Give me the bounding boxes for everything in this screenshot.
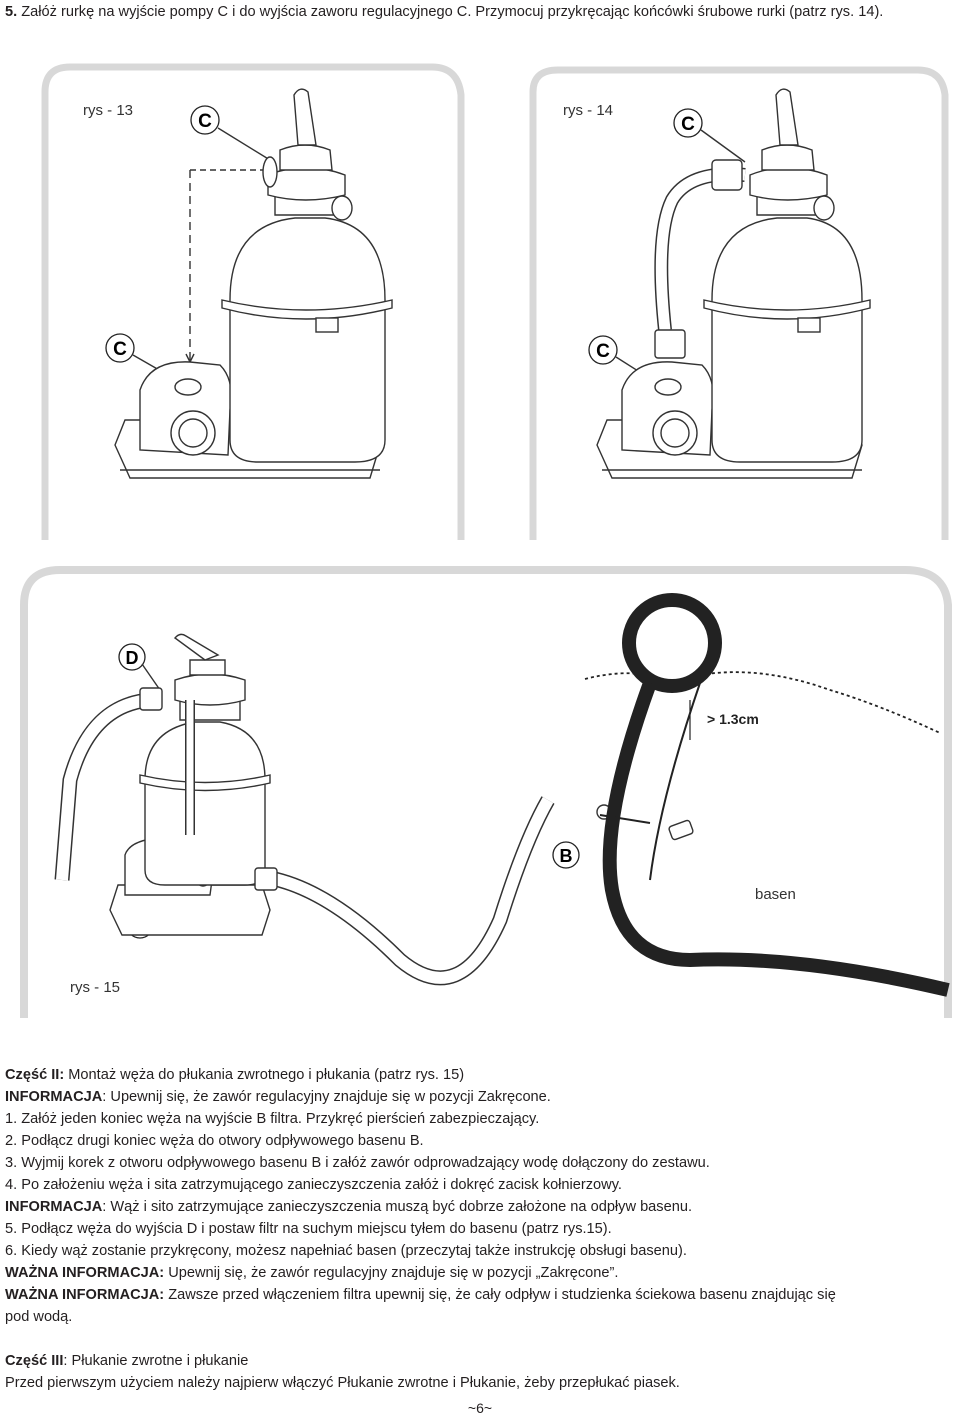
part2-heading-rest: Montaż węża do płukania zwrotnego i płuk… [64,1067,465,1083]
part2-step-4: 4. Po założeniu węża i sita zatrzymujące… [5,1177,622,1193]
part3-text: Przed pierwszym użyciem należy najpierw … [5,1375,680,1391]
page-number: ~6~ [467,1400,493,1416]
part2-info1: INFORMACJA: Upewnij się, że zawór regula… [5,1088,551,1106]
part2-step-5: 5. Podłącz węża do wyjścia D i postaw fi… [5,1221,612,1237]
part2-step-6: 6. Kiedy wąż zostanie przykręcony, możes… [5,1243,687,1259]
fig15-pool-label: basen [755,886,796,903]
fig15-pool-drawing [584,593,950,997]
fig13-label-c-top-circle [190,105,220,135]
fig15-label-b-pool: B [560,846,573,866]
fig15-filter-drawing [54,633,694,986]
panel-frame-14 [529,66,949,540]
part2-important2-cont: pod wodą. [5,1309,73,1325]
fig13-label-c-top: C [198,111,212,132]
part2-info2: INFORMACJA: Wąż i sito zatrzymujące zani… [5,1198,692,1216]
part2-important2: WAŻNA INFORMACJA: Zawsze przed włączenie… [5,1286,836,1304]
fig15-label-b-pool-circle [552,841,580,869]
part2-heading-bold: Część II: [5,1067,65,1083]
panel-frame-15 [20,566,952,1018]
fig13-caption: rys - 13 [83,102,133,119]
fig14-label-c-top-circle [673,108,703,138]
fig13-filter-drawing [114,88,393,479]
fig14-filter-drawing [596,88,871,479]
part2-important1-rest: Upewnij się, że zawór regulacyjny znajdu… [164,1265,619,1281]
fig15-dimension: > 1.3cm [707,711,759,727]
part2-info1-bold: INFORMACJA [5,1089,103,1105]
fig14-label-c-bottom-circle [588,335,618,365]
part2-heading: Część II: Montaż węża do płukania zwrotn… [5,1066,464,1084]
step5-paragraph: 5. Załóż rurkę na wyjście pompy C i do w… [5,3,955,22]
panel-frame-13 [41,63,465,540]
fig14-caption: rys - 14 [563,102,613,119]
part2-step-3: 3. Wyjmij korek z otworu odpływowego bas… [5,1155,710,1171]
part2-step-2: 2. Podłącz drugi koniec węża do otwory o… [5,1133,424,1149]
part2-important1: WAŻNA INFORMACJA: Upewnij się, że zawór … [5,1264,618,1282]
part2-important1-bold: WAŻNA INFORMACJA: [5,1265,165,1281]
part3-heading: Część III: Płukanie zwrotne i płukanie [5,1352,248,1370]
fig15-label-d-circle [118,643,146,671]
figures-13-14: rys - 13 C C rys - 14 C C [41,63,949,540]
part2-info2-bold: INFORMACJA [5,1199,103,1215]
part2-info2-rest: : Wąż i sito zatrzymujące zanieczyszczen… [102,1199,692,1215]
fig15-label-d: D [126,648,139,668]
part2-step-1: 1. Załóż jeden koniec węża na wyjście B … [5,1111,540,1127]
fig14-label-c-bottom: C [596,341,610,362]
part2-info1-rest: : Upewnij się, że zawór regulacyjny znaj… [102,1089,551,1105]
part3-heading-rest: : Płukanie zwrotne i płukanie [63,1353,249,1369]
fig13-label-c-bottom-circle [105,333,135,363]
fig14-label-c-top: C [681,114,695,135]
step5-text: Załóż rurkę na wyjście pompy C i do wyjś… [17,4,884,20]
part2-important2-rest: Zawsze przed włączeniem filtra upewnij s… [164,1287,836,1303]
step5-number: 5. [5,4,18,20]
part3-heading-bold: Część III [5,1353,64,1369]
figure-15: rys - 15 basen > 1.3cm D B B [20,566,952,1018]
part2-important2-bold: WAŻNA INFORMACJA: [5,1287,165,1303]
fig13-label-c-bottom: C [113,339,127,360]
fig15-caption: rys - 15 [70,979,120,996]
